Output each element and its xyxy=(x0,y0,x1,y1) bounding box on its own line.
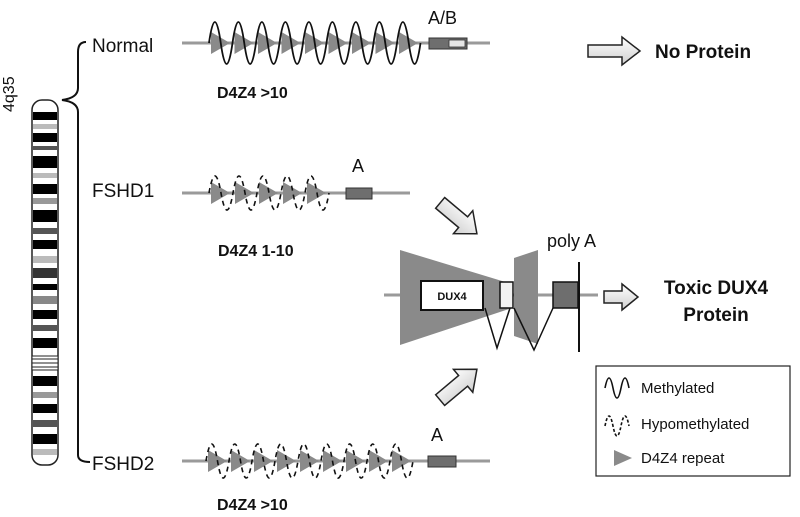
fshd2-repeat-unit xyxy=(323,450,342,472)
no-protein-arrow xyxy=(587,35,642,67)
row-label-fshd1: FSHD1 xyxy=(92,181,154,202)
chromosome-4-ideogram xyxy=(31,99,59,466)
fshd1-d4z4-repeats xyxy=(208,175,330,211)
fshd2-repeat-count: D4Z4 >10 xyxy=(217,497,288,514)
polya-exon-box xyxy=(552,281,579,309)
fshd1-a-box xyxy=(345,187,373,200)
fshd2-to-dux4-arrow xyxy=(434,368,478,407)
dux4-label: DUX4 xyxy=(437,291,467,303)
hypomethylated-wave-icon xyxy=(604,415,630,437)
d4z4-repeat-icon xyxy=(614,450,632,466)
toxic-protein-arrow xyxy=(603,282,640,312)
legend-hypomethylated: Hypomethylated xyxy=(641,416,749,433)
legend-repeat: D4Z4 repeat xyxy=(641,450,725,467)
fshd2-hypomethylation-wave xyxy=(205,443,414,479)
row-label-fshd2: FSHD2 xyxy=(92,454,154,475)
toxic-label-line2: Protein xyxy=(683,305,748,326)
fshd2-d4z4-repeats xyxy=(205,443,414,479)
fshd1-hypomethylation-wave xyxy=(208,175,330,211)
dux4-exon-box xyxy=(420,280,484,311)
normal-allele-label: A/B xyxy=(428,8,457,28)
fshd1-allele xyxy=(182,175,410,211)
legend-methylated: Methylated xyxy=(641,380,714,397)
normal-repeat-count: D4Z4 >10 xyxy=(217,85,288,102)
polya-label: poly A xyxy=(547,231,596,251)
methylated-wave-icon xyxy=(604,377,630,399)
fshd2-allele-label: A xyxy=(431,425,443,445)
fshd1-repeat-unit xyxy=(283,182,302,204)
dux4-expression-construct: DUX4 xyxy=(384,250,598,352)
normal-methylation-wave xyxy=(208,21,422,65)
fshd1-repeat-unit xyxy=(307,182,326,204)
fshd1-allele-label: A xyxy=(352,156,364,176)
fshd2-repeat-unit xyxy=(277,450,296,472)
fshd1-repeat-count: D4Z4 1-10 xyxy=(218,243,294,260)
legend: Methylated Hypomethylated D4Z4 repeat xyxy=(595,365,791,477)
locus-bracket xyxy=(61,41,91,463)
no-protein-label: No Protein xyxy=(655,42,751,63)
normal-d4z4-repeats xyxy=(208,21,422,65)
fshd2-repeat-unit xyxy=(300,450,319,472)
dux4-exon2-box xyxy=(499,281,514,309)
pas-region xyxy=(514,250,538,344)
toxic-label-line1: Toxic DUX4 xyxy=(664,278,769,299)
row-label-normal: Normal xyxy=(92,36,153,57)
normal-allele xyxy=(182,21,490,65)
fshd2-allele xyxy=(182,443,490,479)
fshd2-a-box xyxy=(427,455,457,468)
chromosome-bands xyxy=(33,112,57,455)
fshd1-to-dux4-arrow xyxy=(434,196,478,235)
normal-a-b-box xyxy=(428,37,468,50)
chromosome-label: 4q35 xyxy=(1,76,18,112)
